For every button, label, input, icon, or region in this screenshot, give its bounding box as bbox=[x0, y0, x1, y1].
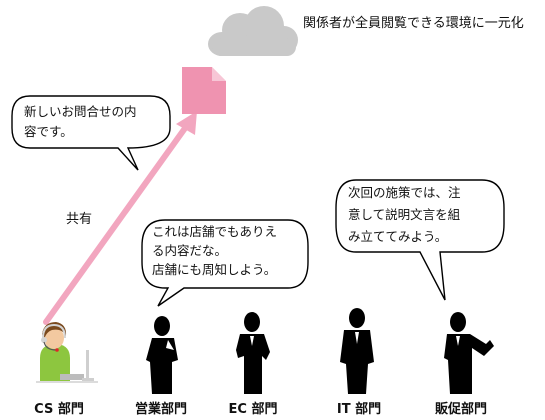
bubble-text-sales: これは店舗でもありえ る内容だな。 店舗にも周知しよう。 bbox=[152, 222, 277, 279]
bubble-line: み立ててみよう。 bbox=[348, 229, 448, 244]
bubble-line: 新しいお問合せの内 bbox=[24, 104, 137, 119]
share-arrow bbox=[43, 111, 197, 325]
department-label-cs: CS 部門 bbox=[34, 402, 84, 417]
sales-person-silhouette bbox=[146, 316, 178, 394]
bubble-line: 容です。 bbox=[24, 124, 73, 139]
speech-bubble-cs bbox=[11, 95, 171, 171]
department-label-it: IT 部門 bbox=[336, 402, 382, 417]
cloud-caption: 関係者が全員閲覧できる環境に一元化 bbox=[303, 16, 524, 31]
it-person-silhouette bbox=[340, 308, 374, 394]
share-label: 共有 bbox=[66, 212, 93, 227]
speech-bubble-promo bbox=[335, 179, 505, 301]
promo-person-silhouette bbox=[444, 312, 494, 394]
bubble-line: る内容だな。 bbox=[152, 243, 228, 258]
bubble-line: 店舗にも周知しよう。 bbox=[152, 262, 277, 277]
document-icon bbox=[182, 67, 226, 114]
department-label-ec: EC 部門 bbox=[228, 402, 278, 417]
department-label-sales: 営業部門 bbox=[134, 402, 187, 417]
bubble-line: これは店舗でもありえ bbox=[152, 224, 278, 239]
bubble-line: 意して説明文言を組 bbox=[348, 207, 461, 222]
bubble-text-promo: 次回の施策では、注 意して説明文言を組 み立ててみよう。 bbox=[348, 182, 461, 248]
bubble-text-cs: 新しいお問合せの内 容です。 bbox=[24, 102, 137, 142]
speech-bubble-sales bbox=[141, 219, 309, 307]
department-label-promo: 販促部門 bbox=[434, 402, 487, 417]
bubble-line: 次回の施策では、注 bbox=[348, 185, 461, 200]
cloud-icon bbox=[208, 6, 298, 56]
ec-person-silhouette bbox=[236, 312, 270, 394]
cs-operator-icon bbox=[36, 322, 98, 383]
